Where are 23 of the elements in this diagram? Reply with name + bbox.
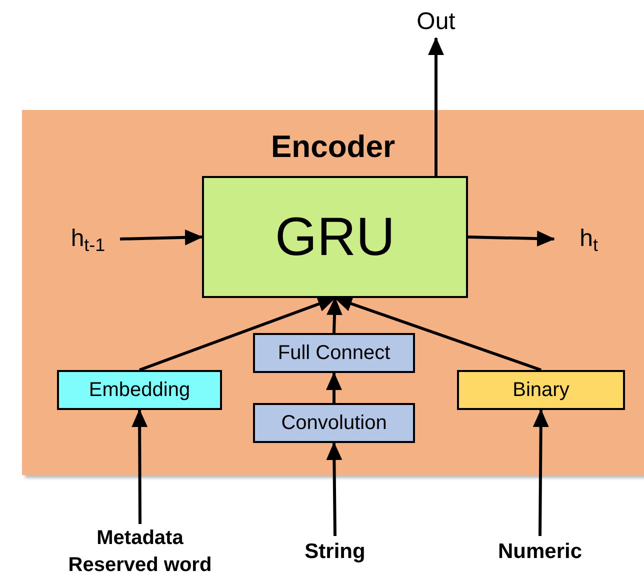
convolution-box: Convolution [253, 403, 415, 443]
panel-title: Encoder [270, 128, 396, 166]
input-label: String [285, 536, 385, 568]
arrow [326, 297, 342, 334]
arrow [334, 296, 542, 372]
embedding-box: Embedding [57, 370, 222, 410]
output-label: Out [408, 6, 464, 38]
state-label: h$_{t}$ [554, 222, 604, 256]
gru-box: GRU [202, 176, 468, 298]
arrow [132, 409, 148, 524]
arrow [138, 296, 336, 372]
arrow [532, 409, 549, 536]
arrow [428, 37, 444, 176]
arrow [468, 230, 555, 247]
arrow [120, 229, 203, 246]
arrow [326, 372, 342, 403]
full-connect-box: Full Connect [253, 333, 415, 373]
input-label: Metadata Reserved word [60, 524, 220, 580]
arrow [326, 442, 342, 536]
previous-state-label: h$_{t-1}$ [56, 222, 120, 256]
encoder-panel [22, 110, 644, 475]
input-label: Numeric [475, 536, 605, 568]
binary-box: Binary [457, 370, 625, 410]
